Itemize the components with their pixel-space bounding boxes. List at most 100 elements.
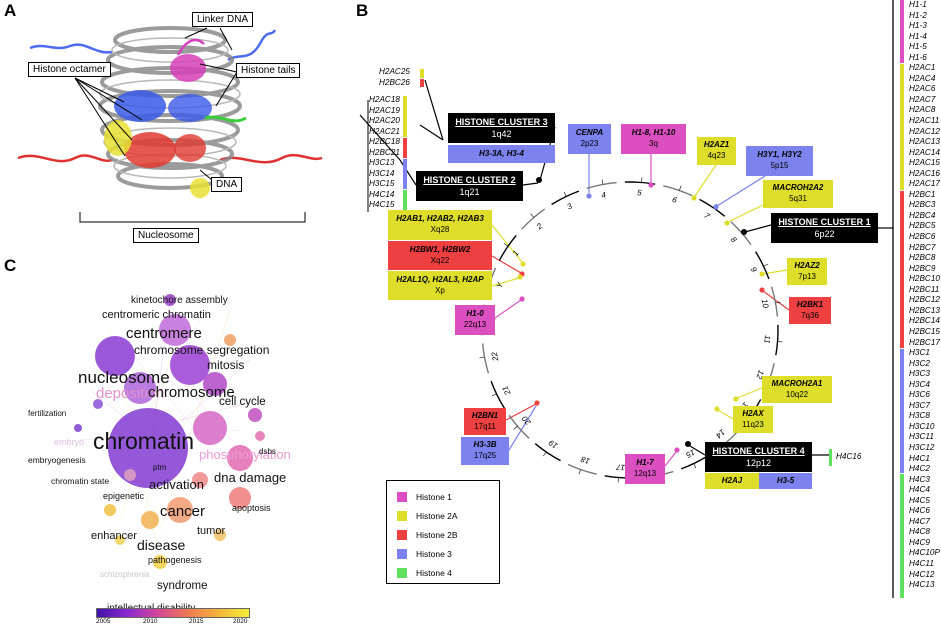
color-bar-h4 <box>829 449 832 466</box>
chromosome-label: 19 <box>547 438 560 451</box>
gene-item: H1-1 <box>909 0 927 9</box>
cluster1-location: 6p22 <box>814 229 835 239</box>
color-bar-h3 <box>403 159 407 189</box>
legend-label: Histone 2A <box>416 511 458 521</box>
gene-item: H4C13 <box>909 580 935 590</box>
locus-dot <box>674 447 680 453</box>
connector-line <box>419 124 444 141</box>
gene-box-cenpa: CENPA 2p23 <box>568 124 611 154</box>
label-histone-octamer: Histone octamer <box>28 62 111 77</box>
color-bar-h1 <box>900 0 904 63</box>
gene-box-h2bw: H2BW1, H2BW2 Xq22 <box>388 241 492 270</box>
chromosome-label: 18 <box>579 454 591 466</box>
chromosome-tick <box>543 451 547 457</box>
gene-item: H2BC10 <box>909 274 940 284</box>
gene-item: H2BC15 <box>909 326 940 336</box>
term-chromosome-segregation: chromosome segregation <box>134 343 270 357</box>
gene-item: H2BC8 <box>909 253 936 263</box>
colorbar-tick-2020: 2020 <box>233 618 248 625</box>
chromosome-arc <box>663 185 693 197</box>
chromosome-tick <box>775 301 781 304</box>
gene-box-loc: Xq28 <box>430 225 450 234</box>
chromosome-label: 8 <box>729 235 739 245</box>
gene-item: H2BC26 <box>379 77 410 87</box>
chromosome-arc <box>699 198 726 217</box>
gene-item: H3C3 <box>909 369 930 379</box>
cluster3-gene-list: H2AC25 H2BC26 <box>379 67 410 88</box>
gene-box-name: CENPA <box>575 128 604 137</box>
connector-line <box>727 204 764 223</box>
legend-label: Histone 2B <box>416 530 458 540</box>
gene-item: H3C13 <box>369 158 395 168</box>
gene-item: H2AC19 <box>369 105 400 115</box>
gene-item: H4C7 <box>909 516 930 526</box>
chromosome-arc <box>775 324 779 356</box>
gene-box-loc: 4q23 <box>707 151 726 160</box>
colorbar-tick-2015: 2015 <box>189 618 204 625</box>
cluster3-sub-genes: H3-3A, H3-4 <box>479 149 524 158</box>
gene-box-h2bk1: H2BK1 7q36 <box>789 297 831 324</box>
chromosome-label: 6 <box>671 195 679 205</box>
gene-item: H1-4 <box>909 31 927 41</box>
color-bar-h2a <box>420 69 424 78</box>
panel-letter-b: B <box>356 1 369 20</box>
chromosome-label: 17 <box>615 462 625 472</box>
gene-item: H3C4 <box>909 379 930 389</box>
locus-dot <box>713 204 719 210</box>
gene-item: H2BC11 <box>909 284 940 294</box>
gene-item: H2AC6 <box>909 84 936 94</box>
chromosome-arc <box>490 380 506 409</box>
panel-letter-c: C <box>4 256 17 275</box>
gene-item: H3C11 <box>909 432 934 442</box>
gene-box-h2ax: H2AX 11q23 <box>733 406 773 433</box>
chromosome-tick <box>479 356 485 359</box>
connector-line <box>494 299 522 319</box>
chromosome-tick <box>763 263 769 267</box>
cluster4-location: 12p12 <box>745 458 772 468</box>
gene-item: H3C12 <box>909 442 935 452</box>
term-fertilization: fertilization <box>28 409 67 418</box>
term-pathogenesis: pathogenesis <box>148 555 202 565</box>
gene-item: H4C1 <box>909 453 930 463</box>
gene-box-h3y1: H3Y1, H3Y2 5p15 <box>746 146 813 176</box>
connector-line <box>694 164 717 197</box>
gene-item: H2AC8 <box>909 105 936 115</box>
connector-line <box>736 387 763 399</box>
chromosome-arc <box>534 443 561 462</box>
gene-item: H2AC20 <box>369 116 400 126</box>
locus-dot <box>519 296 525 302</box>
gene-box-name: H2AZ2 <box>794 261 820 270</box>
term-tumor: tumor <box>197 525 226 537</box>
chromosome-arc <box>498 234 517 261</box>
gene-box-name: H1-8, H1-10 <box>631 128 676 137</box>
gene-box-h2ab: H2AB1, H2AB2, H2AB3 Xq28 <box>388 210 492 240</box>
cluster4-h35-box: H3-5 <box>759 473 812 489</box>
gene-item: H2AC11 <box>909 116 940 126</box>
gene-item: H2AC25 <box>379 67 410 76</box>
chromosome-tick <box>679 185 682 191</box>
connector-line <box>716 175 766 207</box>
gene-box-loc: 3q <box>649 139 658 148</box>
gene-item: H2AC7 <box>909 94 936 104</box>
gene-box-name: H1-0 <box>466 309 484 318</box>
gene-item: H2BC14 <box>909 316 940 326</box>
gene-box-loc: 11q23 <box>742 420 764 429</box>
gene-item: H2BC21 <box>369 147 400 157</box>
gene-item: H2BC18 <box>369 137 400 147</box>
locus-dot <box>586 193 592 199</box>
gene-item: H2BC12 <box>909 295 940 305</box>
connector-line <box>424 79 444 141</box>
gene-box-loc: 12q13 <box>633 469 657 478</box>
label-histone-tails: Histone tails <box>236 63 301 78</box>
chromosome-tick <box>530 213 535 218</box>
gene-item: H4C15 <box>369 200 395 210</box>
term-cell-cycle: cell cycle <box>219 396 266 408</box>
gene-box-name: H3-3B <box>473 440 497 449</box>
chromosome-label: 20 <box>520 414 534 428</box>
gene-box-name: H3Y1, H3Y2 <box>757 150 802 159</box>
cluster4-h2aj-box: H2AJ <box>705 473 759 489</box>
color-bar-h2b <box>900 191 904 348</box>
locus-dot <box>759 271 765 277</box>
